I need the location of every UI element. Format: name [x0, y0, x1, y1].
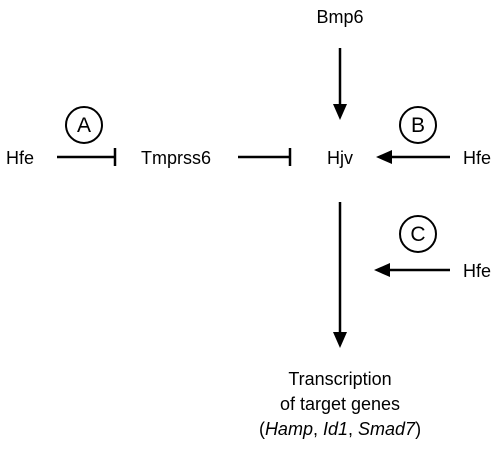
circle-a-label: A [77, 114, 91, 137]
circle-b: B [399, 106, 437, 144]
circle-c: C [399, 215, 437, 253]
circle-c-label: C [410, 223, 425, 246]
hjv-label: Hjv [327, 148, 353, 168]
gene-smad7: Smad7 [358, 419, 416, 439]
hfe-b-to-hjv-arrow [376, 150, 450, 164]
paren-open: ( [258, 419, 265, 439]
bmp6-to-hjv-arrow [333, 48, 347, 120]
transcription-line-2: of target genes [279, 394, 401, 414]
target-genes-list: (Hamp, Id1, Smad7) [200, 417, 480, 442]
circle-b-label: B [411, 114, 425, 137]
separator-1: , [312, 419, 323, 439]
separator-2: , [348, 419, 359, 439]
hjv-to-transcription-arrow [333, 202, 347, 348]
gene-hamp: Hamp [264, 419, 313, 439]
hfe-c-arrow [374, 263, 450, 277]
hfe-inhibits-tmprss6 [57, 148, 117, 166]
circle-a: A [65, 106, 103, 144]
hfe-b-label: Hfe [463, 148, 491, 168]
hfe-a-label: Hfe [6, 148, 34, 168]
transcription-line-1: Transcription [288, 369, 392, 389]
tmprss6-label: Tmprss6 [141, 148, 211, 168]
transcription-output-label: Transcription of target genes (Hamp, Id1… [200, 367, 480, 442]
hfe-c-label: Hfe [463, 261, 491, 281]
paren-close: ) [415, 419, 422, 439]
gene-id1: Id1 [322, 419, 348, 439]
tmprss6-inhibits-hjv [238, 148, 292, 166]
bmp6-label: Bmp6 [316, 7, 363, 27]
